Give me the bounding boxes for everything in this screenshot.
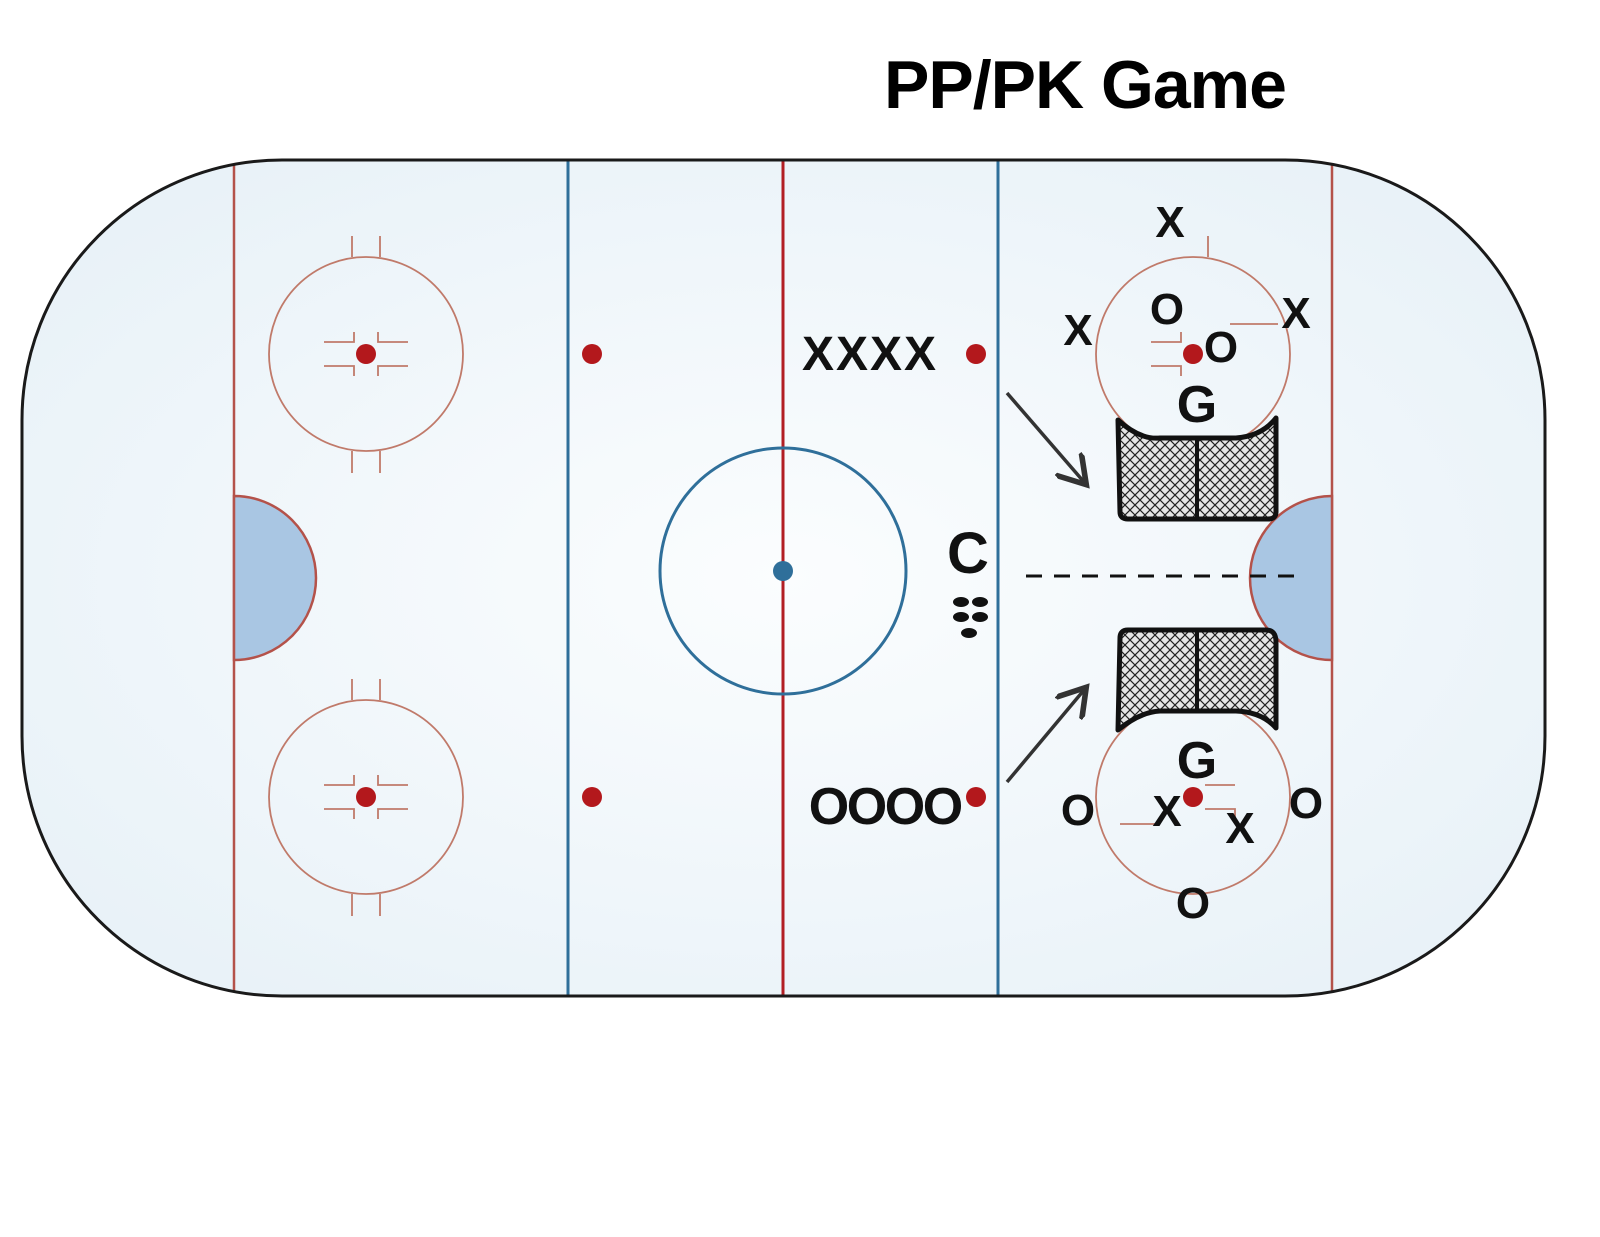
left-top-faceoff-circle bbox=[268, 236, 464, 473]
bottom-zone-players: O O O X X bbox=[1061, 779, 1323, 928]
neutral-dot bbox=[966, 787, 986, 807]
hockey-net-icon bbox=[1115, 627, 1279, 733]
player-x: X bbox=[1281, 289, 1310, 338]
faceoff-dot bbox=[1183, 787, 1203, 807]
neutral-dot bbox=[582, 344, 602, 364]
coach-label: C bbox=[947, 521, 989, 586]
neutral-dot bbox=[966, 344, 986, 364]
hockey-net-icon bbox=[1115, 415, 1279, 522]
center-faceoff-dot bbox=[773, 561, 793, 581]
player-o: O bbox=[847, 778, 887, 836]
goalie-bottom-label: G bbox=[1177, 732, 1217, 790]
faceoff-dot bbox=[356, 787, 376, 807]
neutral-dot bbox=[582, 787, 602, 807]
player-x: X bbox=[870, 328, 902, 381]
arrow-icon bbox=[1005, 690, 1084, 784]
player-x: X bbox=[904, 328, 936, 381]
faceoff-dot bbox=[1183, 344, 1203, 364]
player-x: X bbox=[1155, 198, 1184, 247]
player-o: O bbox=[885, 778, 925, 836]
player-x: X bbox=[1063, 306, 1092, 355]
player-o: O bbox=[923, 778, 963, 836]
arrow-icon bbox=[1005, 391, 1084, 482]
puck-stack-icon bbox=[953, 597, 988, 638]
right-goal-crease bbox=[1248, 494, 1334, 662]
player-o: O bbox=[1150, 285, 1184, 334]
player-x: X bbox=[836, 328, 868, 381]
top-player-group: X X X X bbox=[802, 328, 936, 381]
bottom-player-group: O O O O bbox=[809, 778, 963, 836]
left-bottom-faceoff-circle bbox=[268, 679, 464, 916]
faceoff-dot bbox=[356, 344, 376, 364]
player-o: O bbox=[809, 778, 849, 836]
goalie-top-label: G bbox=[1177, 376, 1217, 434]
rink-boards bbox=[20, 158, 1547, 998]
player-x: X bbox=[1152, 787, 1181, 836]
player-o: O bbox=[1289, 779, 1323, 828]
player-x: X bbox=[802, 328, 834, 381]
top-zone-players: X X X O O bbox=[1063, 198, 1310, 372]
player-o: O bbox=[1061, 786, 1095, 835]
player-o: O bbox=[1176, 879, 1210, 928]
left-goal-crease bbox=[232, 494, 318, 662]
diagram-title: PP/PK Game bbox=[884, 47, 1286, 123]
center-faceoff-circle bbox=[658, 446, 908, 696]
player-o: O bbox=[1204, 323, 1238, 372]
player-x: X bbox=[1225, 804, 1254, 853]
